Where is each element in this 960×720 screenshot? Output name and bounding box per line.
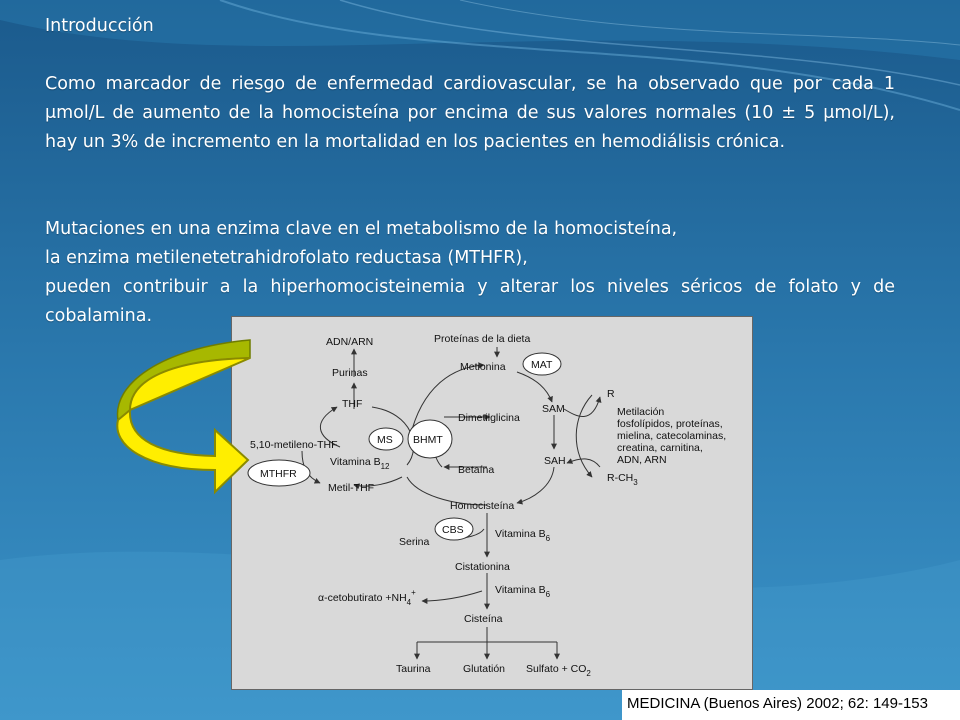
label-cbs: CBS xyxy=(442,524,464,536)
paragraph-mutations: Mutaciones en una enzima clave en el met… xyxy=(45,215,895,331)
label-purinas: Purinas xyxy=(332,367,368,379)
label-mthfr: MTHFR xyxy=(260,468,297,480)
label-sam: SAM xyxy=(542,403,565,415)
vitamina-b6-2-text: Vitamina B xyxy=(495,584,546,596)
label-thf: THF xyxy=(342,398,362,410)
bhmt-ellipse xyxy=(407,419,453,459)
label-betaina: Betaína xyxy=(458,464,494,476)
nh4-subscript: 4 xyxy=(407,598,412,607)
paragraph-risk-marker: Como marcador de riesgo de enfermedad ca… xyxy=(45,74,895,152)
label-metionina: Metionina xyxy=(460,361,506,373)
label-metileno-thf: 5,10-metileno-THF xyxy=(250,439,338,451)
label-metil-thf: Metil-THF xyxy=(328,482,374,494)
vitamina-b12-text: Vitamina B xyxy=(330,456,381,468)
label-adn-arn: ADN/ARN xyxy=(326,336,373,348)
label-proteinas-dieta: Proteínas de la dieta xyxy=(434,333,530,345)
citation-box: MEDICINA (Buenos Aires) 2002; 62: 149-15… xyxy=(622,690,960,720)
label-homocisteina: Homocisteína xyxy=(450,500,514,512)
slide-title: Introducción xyxy=(45,16,154,36)
paragraph-mutations-line-2: la enzima metilenetetrahidrofolato reduc… xyxy=(45,248,528,268)
label-ms: MS xyxy=(377,434,393,446)
citation-text: MEDICINA (Buenos Aires) 2002; 62: 149-15… xyxy=(627,695,928,712)
label-glutation: Glutatión xyxy=(463,663,505,675)
cetobutirato-text: α-cetobutirato +NH xyxy=(318,592,407,604)
paragraph-mutations-line-3: pueden contribuir a la hiperhomocisteine… xyxy=(45,277,895,326)
label-metil-line2: mielina, catecolaminas, xyxy=(617,430,726,442)
label-metilacion: Metilación xyxy=(617,406,664,418)
cbs-ellipse xyxy=(434,517,474,541)
ms-ellipse xyxy=(368,427,404,451)
label-dimetilglicina: Dimetilglicina xyxy=(458,412,520,424)
mthfr-ellipse xyxy=(247,459,311,487)
label-sah: SAH xyxy=(544,455,566,467)
mat-ellipse xyxy=(522,352,562,376)
nh4-superscript: + xyxy=(411,588,416,597)
label-serina: Serina xyxy=(399,536,430,548)
b12-subscript: 12 xyxy=(381,462,390,471)
label-mat: MAT xyxy=(531,359,553,371)
r-ch3-text: R-CH xyxy=(607,472,633,484)
label-vitamina-b12: Vitamina B12 xyxy=(330,456,390,471)
label-metil-line3: creatina, carnitina, xyxy=(617,442,703,454)
label-sulfato: Sulfato + CO2 xyxy=(526,663,591,678)
vitamina-b6-1-text: Vitamina B xyxy=(495,528,546,540)
label-vitamina-b6-2: Vitamina B6 xyxy=(495,584,551,599)
b6-subscript-2: 6 xyxy=(546,590,551,599)
yellow-arrow-body xyxy=(116,357,251,495)
label-taurina: Taurina xyxy=(396,663,431,675)
label-cisteina: Cisteína xyxy=(464,613,503,625)
label-metil-line4: ADN, ARN xyxy=(617,454,667,466)
co2-subscript: 2 xyxy=(586,669,591,678)
yellow-curved-arrow xyxy=(116,339,251,495)
ch3-subscript: 3 xyxy=(633,478,638,487)
label-vitamina-b6-1: Vitamina B6 xyxy=(495,528,551,543)
label-r-ch3: R-CH3 xyxy=(607,472,638,487)
b6-subscript-1: 6 xyxy=(546,534,551,543)
paragraph-mutations-line-1: Mutaciones en una enzima clave en el met… xyxy=(45,219,678,239)
homocysteine-metabolism-diagram: ADN/ARN Purinas THF 5,10-metileno-THF MT… xyxy=(231,316,753,690)
label-cetobutirato: α-cetobutirato +NH4+ xyxy=(318,588,416,607)
label-r: R xyxy=(607,388,615,400)
label-cistationina: Cistationina xyxy=(455,561,510,573)
sulfato-text: Sulfato + CO xyxy=(526,663,586,675)
label-bhmt: BHMT xyxy=(413,434,443,446)
label-metil-line1: fosfolípidos, proteínas, xyxy=(617,418,723,430)
